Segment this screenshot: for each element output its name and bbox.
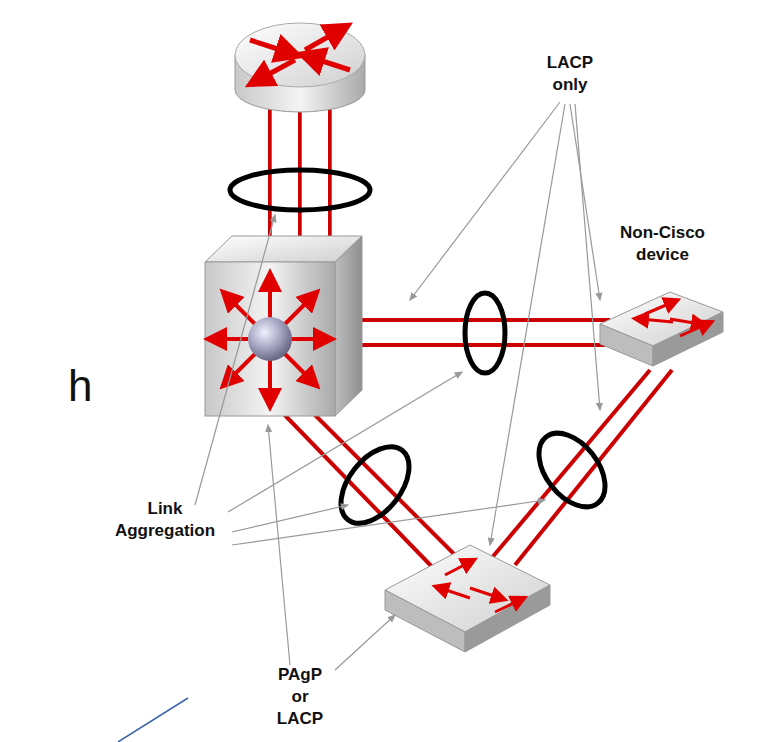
callout-label: LACP only — [539, 52, 601, 96]
callout-label: Link Aggregation — [105, 498, 225, 542]
callout-label: PAgP or LACP — [270, 664, 330, 730]
leader-line — [195, 102, 600, 670]
multilayer-switch-icon — [205, 236, 362, 416]
switch-icon — [385, 545, 550, 652]
device-heading: Non-Cisco device — [613, 222, 713, 266]
decor-line — [118, 698, 188, 742]
slide-fragment: h — [68, 362, 108, 410]
aggregation-ring — [230, 170, 618, 536]
router-icon — [235, 23, 365, 112]
switch-node: Non-Cisco device — [595, 222, 730, 374]
switch-icon — [595, 274, 730, 374]
